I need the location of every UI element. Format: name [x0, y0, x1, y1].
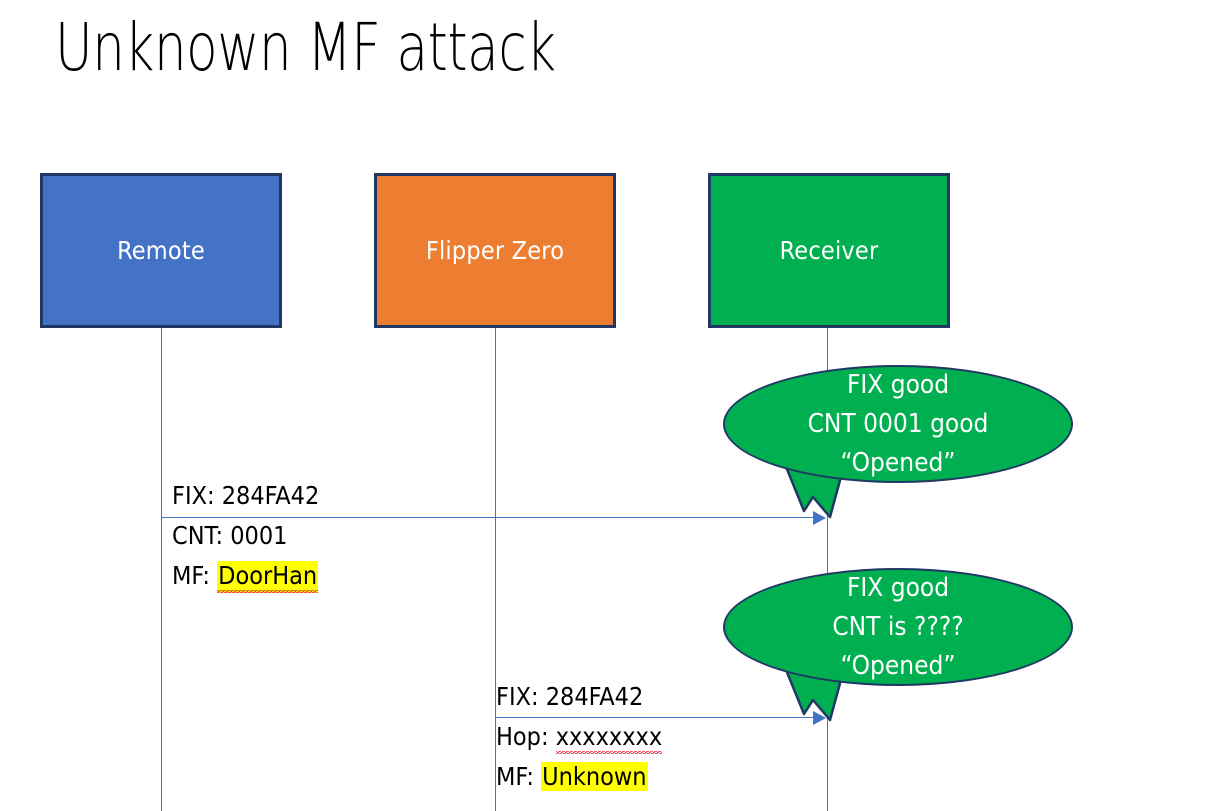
- lifeline-flipper-zero: [494, 328, 497, 811]
- message-text-1: FIX: 284FA42 CNT: 0001 MF: DoorHan: [172, 476, 319, 596]
- message-line-prefix: FIX:: [496, 682, 546, 711]
- actor-label-receiver: Receiver: [779, 236, 879, 265]
- message-line-fix-2: FIX: 284FA42: [496, 677, 662, 717]
- message-line-mf-1: MF: DoorHan: [172, 556, 319, 596]
- message-line-hop-2: Hop: xxxxxxxx: [496, 717, 663, 757]
- actor-box-flipper-zero[interactable]: Flipper Zero: [374, 173, 616, 328]
- message-line-value: 284FA42: [221, 481, 320, 510]
- message-text-2: FIX: 284FA42 Hop: xxxxxxxx MF: Unknown: [496, 677, 663, 797]
- message-line-value-highlighted: DoorHan: [217, 561, 319, 593]
- message-arrow-head-1: [813, 510, 826, 525]
- message-line-value: 284FA42: [545, 682, 644, 711]
- message-line-prefix: FIX:: [172, 481, 222, 510]
- message-line-fix-1: FIX: 284FA42: [172, 476, 319, 516]
- bubble-line: “Opened”: [840, 447, 956, 478]
- actor-box-receiver[interactable]: Receiver: [708, 173, 950, 328]
- message-line-prefix: Hop:: [496, 722, 556, 751]
- message-line-prefix: CNT:: [172, 521, 231, 550]
- message-arrow-head-2: [813, 710, 826, 725]
- actor-label-remote: Remote: [117, 236, 205, 265]
- message-line-prefix: MF:: [172, 561, 218, 590]
- message-line-value: 0001: [230, 521, 288, 550]
- message-line-mf-2: MF: Unknown: [496, 757, 662, 797]
- bubble-line: CNT is ????: [832, 611, 964, 642]
- lifeline-receiver: [826, 328, 829, 811]
- bubble-line: FIX good: [846, 369, 950, 400]
- page-title: Unknown MF attack: [55, 9, 556, 86]
- bubble-line: CNT 0001 good: [807, 408, 989, 439]
- bubble-line: FIX good: [846, 572, 950, 603]
- message-arrow-line-2: [495, 716, 815, 719]
- actor-box-remote[interactable]: Remote: [40, 173, 282, 328]
- message-line-value-highlighted: Unknown: [541, 762, 648, 791]
- speech-bubble-1: FIX good CNT 0001 good “Opened”: [723, 365, 1073, 483]
- lifeline-remote: [160, 328, 163, 811]
- speech-bubble-2: FIX good CNT is ???? “Opened”: [723, 568, 1073, 686]
- bubble-line: “Opened”: [840, 650, 956, 681]
- message-line-prefix: MF:: [496, 762, 542, 791]
- message-line-cnt-1: CNT: 0001: [172, 516, 319, 556]
- message-line-value: xxxxxxxx: [555, 722, 663, 754]
- actor-label-flipper-zero: Flipper Zero: [425, 236, 565, 265]
- message-arrow-line-1: [161, 516, 815, 519]
